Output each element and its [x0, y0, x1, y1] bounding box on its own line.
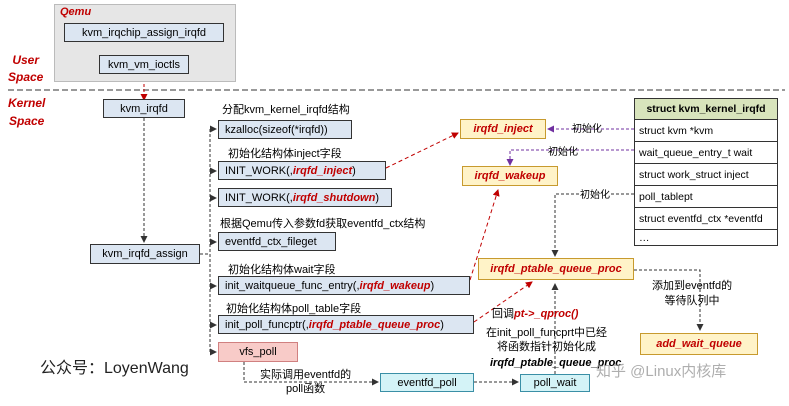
qemu-label: Qemu [60, 6, 92, 18]
init-inject-note: 初始化结构体inject字段 [228, 148, 342, 160]
init-work-suffix: ) [352, 164, 356, 177]
init-work-prefix: INIT_WORK(, [225, 164, 293, 177]
struct-field-inject: struct work_struct inject [635, 163, 777, 185]
init-poll-funcptr-box: init_poll_funcptr(, irqfd_ptable_queue_p… [218, 315, 474, 334]
kvm-vm-ioctls-box: kvm_vm_ioctls [99, 55, 189, 74]
init-work2-suffix: ) [375, 191, 380, 204]
init-waitqueue-box: init_waitqueue_func_entry(, irqfd_wakeup… [218, 276, 470, 295]
user-space-label: User Space [8, 53, 44, 84]
init-label-2: 初始化 [548, 147, 578, 158]
struct-field-eventfd: struct eventfd_ctx *eventfd [635, 207, 777, 229]
init-wait-note: 初始化结构体wait字段 [228, 264, 336, 276]
init-waitqueue-fn: irqfd_wakeup [359, 279, 431, 292]
vfs-poll-box: vfs_poll [218, 342, 298, 362]
init-label-1: 初始化 [572, 124, 602, 135]
watermark-right: 知乎 @Linux内核库 [596, 363, 727, 380]
callback-prefix: 回调 [492, 308, 514, 320]
init-poll-prefix: init_poll_funcptr(, [225, 318, 309, 331]
init-work2-prefix: INIT_WORK(, [225, 191, 293, 204]
init-waitqueue-suffix: ) [430, 279, 435, 292]
kzalloc-box: kzalloc(sizeof(*irqfd)) [218, 120, 352, 139]
struct-field-wait: wait_queue_entry_t wait [635, 141, 777, 163]
init-poll-suffix: ) [440, 318, 444, 331]
init-work-inject-box: INIT_WORK(,irqfd_inject) [218, 161, 386, 180]
callback-fn: pt->_qproc() [514, 308, 579, 320]
watermark-left: 公众号：LoyenWang [40, 360, 189, 377]
init-poll-note: 初始化结构体poll_table字段 [226, 303, 362, 315]
init-work-inject-fn: irqfd_inject [292, 164, 353, 177]
init-waitqueue-prefix: init_waitqueue_func_entry(, [225, 279, 360, 292]
irqfd-ptable-queue-proc-box: irqfd_ptable_queue_proc [478, 258, 634, 280]
alloc-note: 分配kvm_kernel_irqfd结构 [222, 104, 350, 116]
struct-field-more: … [635, 229, 777, 245]
kvm-irqchip-assign-irqfd-box: kvm_irqchip_assign_irqfd [64, 23, 224, 42]
add-to-queue-note: 添加到eventfd的 等待队列中 [652, 280, 733, 307]
eventfd-poll-box: eventfd_poll [380, 373, 474, 392]
poll-wait-box: poll_wait [520, 374, 590, 392]
actual-call-note: 实际调用eventfd的 poll函数 [260, 369, 352, 395]
struct-kvm-kernel-irqfd-table: struct kvm_kernel_irqfd struct kvm *kvm … [634, 98, 778, 246]
irqfd-inject-box: irqfd_inject [460, 119, 546, 139]
init-work-shutdown-fn: irqfd_shutdown [292, 191, 376, 204]
init-label-3: 初始化 [580, 186, 610, 201]
struct-title: struct kvm_kernel_irqfd [635, 99, 777, 119]
init-ptr-note: 在init_poll_funcprt中已经 将函数指针初始化成 [486, 327, 608, 353]
kvm-irqfd-box: kvm_irqfd [103, 99, 185, 118]
kernel-space-label: Kernel Space [8, 96, 46, 128]
kvm-irqfd-assign-box: kvm_irqfd_assign [90, 244, 200, 264]
struct-field-pt: poll_tablept [635, 185, 777, 207]
struct-field-kvm: struct kvm *kvm [635, 119, 777, 141]
eventfd-ctx-fileget-box: eventfd_ctx_fileget [218, 232, 336, 251]
callback-note: 回调pt->_qproc() [492, 305, 578, 321]
init-ptr-note-fn: irqfd_ptable_queue_proc [490, 357, 622, 369]
get-ctx-note: 根据Qemu传入参数fd获取eventfd_ctx结构 [220, 218, 426, 230]
init-work-shutdown-box: INIT_WORK(,irqfd_shutdown) [218, 188, 392, 207]
init-poll-fn: irqfd_ptable_queue_proc [308, 318, 441, 331]
add-wait-queue-box: add_wait_queue [640, 333, 758, 355]
irqfd-wakeup-box: irqfd_wakeup [462, 166, 558, 186]
